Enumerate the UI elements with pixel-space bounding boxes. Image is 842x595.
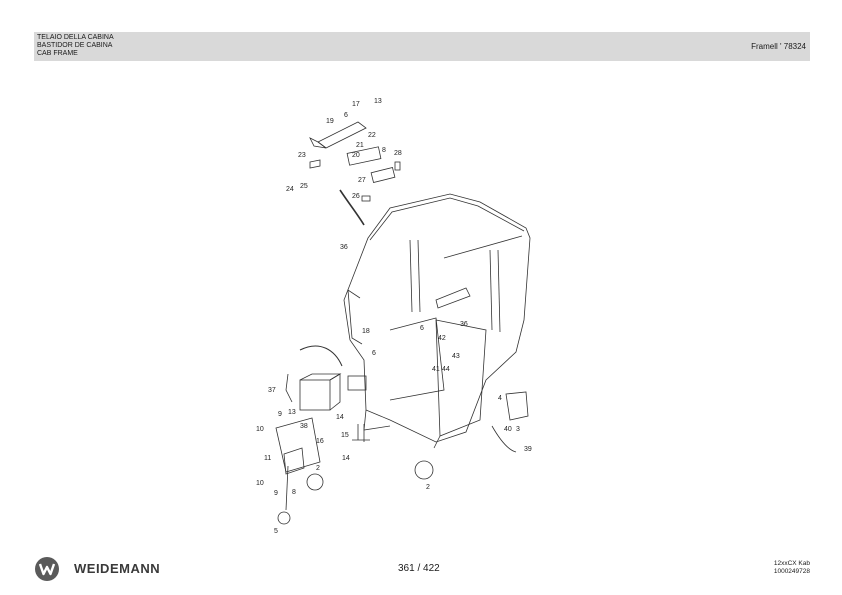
callout-38: 38 [300, 423, 308, 430]
callout-13: 13 [374, 98, 382, 105]
callout-8: 8 [382, 147, 386, 154]
document-number: 1000249728 [773, 568, 810, 575]
callout-13-lower: 13 [288, 409, 296, 416]
callout-42: 42 [438, 335, 446, 342]
cab-frame-drawing: 17 13 6 19 22 21 20 8 28 23 27 24 25 26 … [256, 98, 532, 535]
callout-44: 44 [442, 366, 450, 373]
callout-17: 17 [352, 101, 360, 108]
callout-26: 26 [352, 193, 360, 200]
callout-4: 4 [498, 395, 502, 402]
callout-2-left: 2 [316, 465, 320, 472]
callout-labels: 17 13 6 19 22 21 20 8 28 23 27 24 25 26 … [256, 98, 532, 535]
callout-39: 39 [524, 446, 532, 453]
callout-6-right: 6 [420, 325, 424, 332]
callout-14-upper: 14 [336, 414, 344, 421]
callout-9-upper: 9 [278, 411, 282, 418]
callout-28: 28 [394, 150, 402, 157]
callout-27: 27 [358, 177, 366, 184]
callout-22: 22 [368, 132, 376, 139]
callout-10-lower: 10 [256, 480, 264, 487]
callout-36-upper: 36 [340, 244, 348, 251]
callout-6-left: 6 [372, 350, 376, 357]
page-number: 361 / 422 [398, 563, 440, 574]
callout-16: 16 [316, 438, 324, 445]
brand-name: WEIDEMANN [74, 561, 161, 576]
callout-36-lower: 36 [460, 321, 468, 328]
callout-5: 5 [274, 528, 278, 535]
callout-41: 41 [432, 366, 440, 373]
title-spanish: BASTIDOR DE CABINA [37, 42, 113, 49]
callout-3: 3 [516, 426, 520, 433]
callout-19: 19 [326, 118, 334, 125]
title-block: TELAIO DELLA CABINA BASTIDOR DE CABINA C… [37, 34, 114, 58]
drawing-reference: Framell ' 78324 [751, 42, 806, 51]
callout-2-right: 2 [426, 484, 430, 491]
callout-14-lower: 14 [342, 455, 350, 462]
weidemann-logo-icon [35, 557, 59, 581]
callout-37: 37 [268, 387, 276, 394]
title-english: CAB FRAME [37, 50, 78, 57]
callout-11: 11 [264, 455, 271, 462]
callout-20: 20 [352, 152, 360, 159]
callout-21: 21 [356, 142, 364, 149]
callout-8-lower: 8 [292, 489, 296, 496]
title-italian: TELAIO DELLA CABINA [37, 34, 114, 41]
callout-25: 25 [300, 183, 308, 190]
callout-18: 18 [362, 328, 370, 335]
model-code: 12xxCX Kab [773, 560, 810, 567]
model-info: 12xxCX Kab 1000249728 [774, 560, 810, 576]
callout-40: 40 [504, 426, 512, 433]
callout-10-upper: 10 [256, 426, 264, 433]
callout-9-lower: 9 [274, 490, 278, 497]
callout-24: 24 [286, 186, 294, 193]
callout-43: 43 [452, 353, 460, 360]
callout-15: 15 [341, 432, 349, 439]
callout-23: 23 [298, 152, 306, 159]
header-bar: TELAIO DELLA CABINA BASTIDOR DE CABINA C… [34, 32, 810, 61]
callout-6: 6 [344, 112, 348, 119]
